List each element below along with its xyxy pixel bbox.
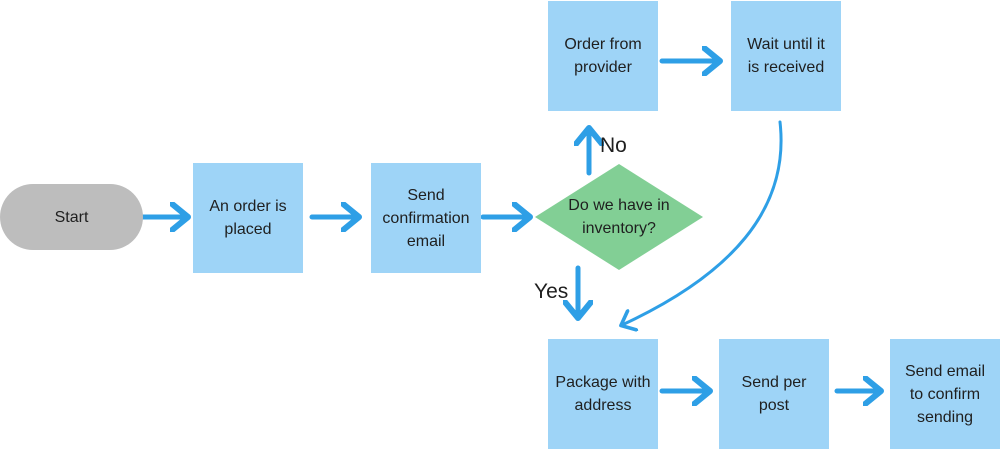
node-order-placed-shape [193,163,303,273]
edge-wait-received-to-package-address [622,120,783,325]
edges [140,61,879,391]
node-send-confirmation-shape [371,163,481,273]
node-send-post-label: Send per post [741,374,807,414]
node-wait-received-shape [731,1,841,111]
node-package-address-shape [548,339,658,449]
edge-label-no: No [600,134,627,157]
node-wait-received-label: Wait until it is received [747,36,825,76]
edge-label-yes: Yes [534,280,569,303]
node-inventory-check-label: Do we have in inventory? [568,197,670,237]
node-package-address-label: Package with address [555,374,651,414]
node-send-confirmation-label: Send confirmation email [382,186,470,250]
node-order-placed-label: An order is placed [209,198,287,238]
node-start-label: Start [54,208,89,226]
node-send-email-confirm-label: Send email to confirm sending [904,362,986,426]
node-inventory-check-shape [535,164,703,270]
node-order-provider-label: Order from provider [564,36,642,76]
node-send-email-confirm-shape [890,339,1000,449]
node-send-post-shape [719,339,829,449]
node-order-provider-shape [548,1,658,111]
node-start-shape [0,184,143,250]
